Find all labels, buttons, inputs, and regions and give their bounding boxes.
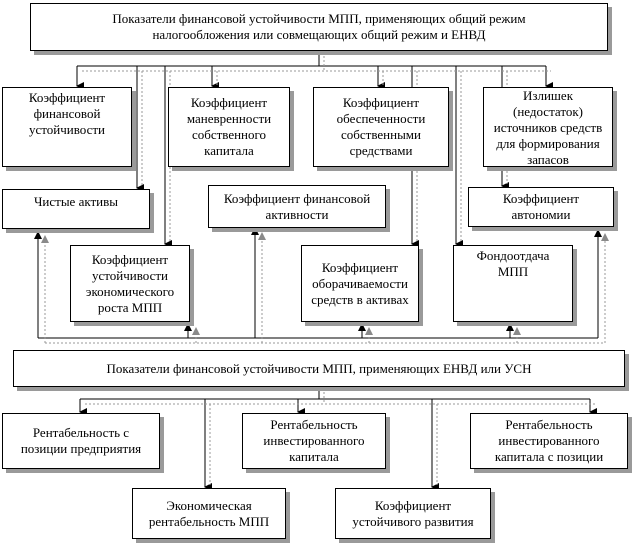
box-capital-productivity: Фондоотдача МПП [453, 245, 573, 322]
box-enterprise-profitability: Рентабельность с позиции предприятия [2, 413, 160, 469]
middle-bus-lines [34, 227, 602, 339]
lower-bus-lines [79, 388, 597, 491]
header-general-regime-text: Показатели финансовой устойчивости МПП, … [112, 11, 526, 42]
box-financial-stability: Коэффициент финансовой устойчивости [2, 87, 132, 167]
box-autonomy: Коэффициент автономии [468, 187, 614, 227]
lower-bus-shadow [85, 388, 595, 485]
box-own-funds-security: Коэффициент обеспеченности собственными … [313, 87, 449, 167]
box-sustainable-development: Коэффициент устойчивого развития [335, 488, 491, 539]
header-general-regime: Показатели финансовой устойчивости МПП, … [30, 3, 608, 51]
box-invested-capital-profitability: Рентабельность инвестированного капитала [242, 413, 386, 469]
box-financial-activity: Коэффициент финансовой активности [208, 185, 386, 228]
middle-bus-shadow [41, 232, 609, 344]
box-net-assets: Чистые активы [2, 189, 150, 229]
box-invested-capital-position: Рентабельность инвестированного капитала… [470, 413, 628, 469]
header-envd-usn-text: Показатели финансовой устойчивости МПП, … [106, 360, 532, 376]
box-equity-maneuverability: Коэффициент маневренности собственного к… [168, 87, 290, 167]
box-surplus-deficit: Излишек (недостаток) источников средств … [483, 87, 613, 167]
box-economic-growth: Коэффициент устойчивости экономического … [70, 245, 190, 322]
header-envd-usn: Показатели финансовой устойчивости МПП, … [13, 350, 625, 387]
box-asset-turnover: Коэффициент оборачиваемости средств в ак… [301, 245, 419, 322]
box-economic-profitability: Экономическая рентабельность МПП [132, 488, 286, 539]
